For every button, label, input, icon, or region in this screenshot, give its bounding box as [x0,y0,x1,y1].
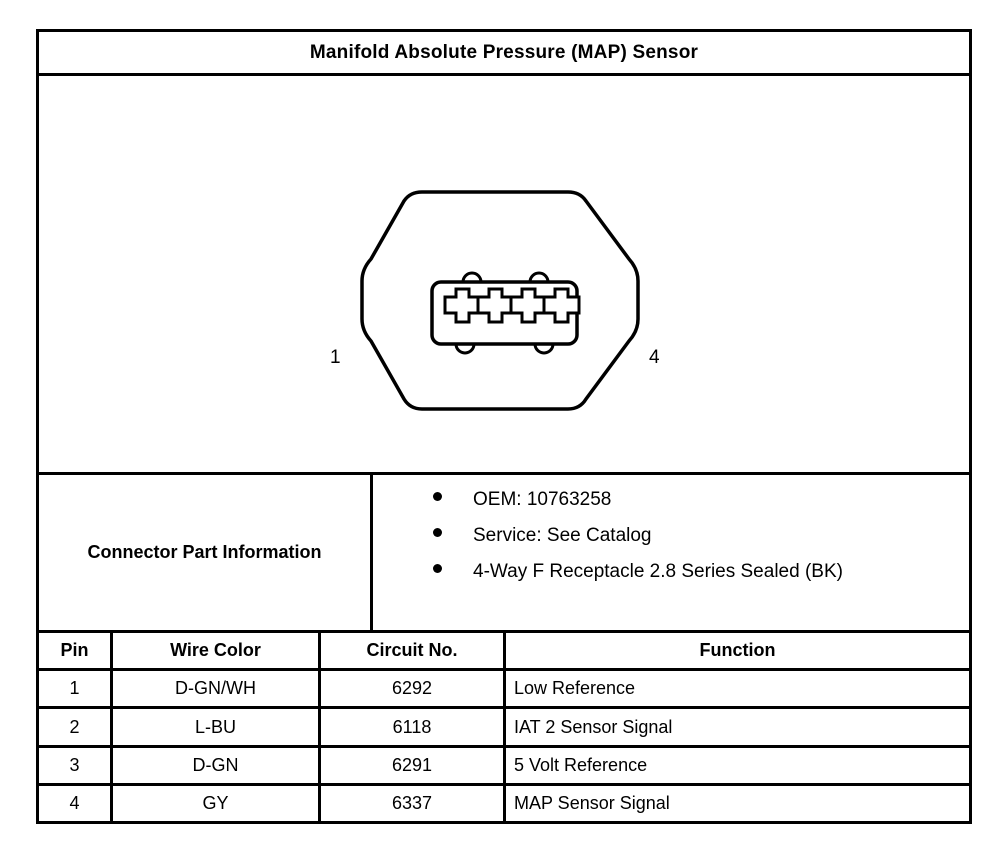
pin-label-right: 4 [649,347,660,368]
part-info-service: Service: See Catalog [473,525,652,546]
connector-part-information-row: Connector Part Information OEM: 10763258… [39,475,969,633]
table-row: 1 D-GN/WH 6292 Low Reference [39,671,969,710]
cell-circuit-no: 6337 [321,785,506,822]
cell-circuit-no: 6118 [321,709,506,745]
list-item: Service: See Catalog [433,525,959,561]
bullet-icon [433,564,442,573]
terminal-cavity-4 [542,287,581,324]
cell-pin: 3 [39,747,113,783]
column-header-circuit-no: Circuit No. [321,633,506,669]
list-item: 4-Way F Receptacle 2.8 Series Sealed (BK… [433,561,959,597]
table-header-row: Pin Wire Color Circuit No. Function [39,633,969,672]
connector-part-information-label-cell: Connector Part Information [39,475,373,630]
bullet-icon [433,528,442,537]
cell-wire-color: GY [113,785,321,822]
pin-table: Pin Wire Color Circuit No. Function 1 D-… [39,633,969,822]
column-header-pin: Pin [39,633,113,669]
cell-wire-color: L-BU [113,709,321,745]
connector-part-information-list: OEM: 10763258 Service: See Catalog 4-Way… [373,475,969,630]
pin-label-left: 1 [330,347,341,368]
diagram-stage: 1 4 [39,76,969,472]
column-header-wire-color: Wire Color [113,633,321,669]
sheet-title-row: Manifold Absolute Pressure (MAP) Sensor [39,32,969,76]
column-header-function: Function [699,640,776,661]
connector-info-sheet: Manifold Absolute Pressure (MAP) Sensor [36,29,972,824]
connector-part-information-label: Connector Part Information [87,542,322,562]
page-title: Manifold Absolute Pressure (MAP) Sensor [309,41,699,63]
connector-face-diagram-icon [360,190,640,411]
cell-pin: 4 [39,785,113,822]
table-row: 4 GY 6337 MAP Sensor Signal [39,785,969,822]
cell-wire-color: D-GN/WH [113,671,321,707]
lower-right-tab-icon [533,343,555,355]
cell-function: MAP Sensor Signal [514,792,670,813]
cell-pin: 1 [39,671,113,707]
cell-circuit-no: 6292 [321,671,506,707]
list-item: OEM: 10763258 [433,489,959,525]
table-row: 2 L-BU 6118 IAT 2 Sensor Signal [39,709,969,748]
cell-pin: 2 [39,709,113,745]
part-info-description: 4-Way F Receptacle 2.8 Series Sealed (BK… [473,561,843,582]
cell-function: Low Reference [514,678,636,699]
cell-wire-color: D-GN [113,747,321,783]
bullet-icon [433,492,442,501]
part-info-oem: OEM: 10763258 [473,489,612,510]
lower-left-tab-icon [454,343,476,355]
table-row: 3 D-GN 6291 5 Volt Reference [39,747,969,786]
cell-circuit-no: 6291 [321,747,506,783]
connector-diagram-panel: 1 4 [39,76,969,475]
cell-function: IAT 2 Sensor Signal [514,716,673,737]
cell-function: 5 Volt Reference [514,754,648,775]
upper-right-tab-icon [528,271,550,283]
upper-left-tab-icon [461,271,483,283]
